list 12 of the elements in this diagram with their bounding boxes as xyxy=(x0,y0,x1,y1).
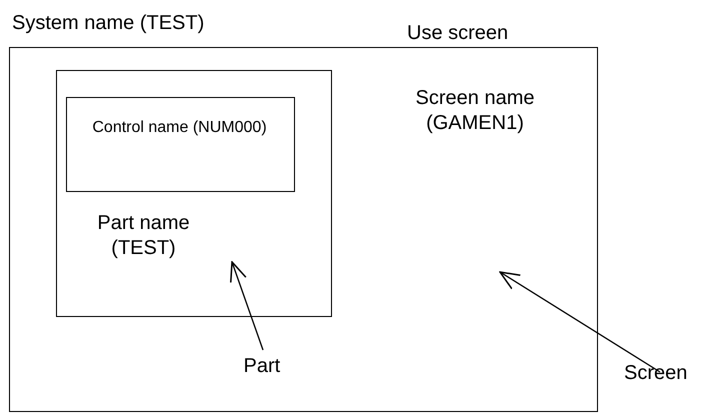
part-caption: Part xyxy=(244,354,280,378)
leader-arrow xyxy=(230,261,264,350)
part-frame xyxy=(56,70,332,316)
control-name-text: Control name (NUM000) xyxy=(92,118,267,138)
screen-caption: Screen xyxy=(624,362,688,385)
screen-name-text: Screen name (GAMEN1) xyxy=(414,86,536,136)
system-name-heading: System name (TEST) xyxy=(12,12,204,35)
leader-arrow xyxy=(499,271,660,373)
use-screen-heading: Use screen xyxy=(407,22,508,45)
part-name-text: Part name (TEST) xyxy=(96,210,191,260)
screen-frame xyxy=(9,47,598,412)
control-frame xyxy=(66,97,295,192)
